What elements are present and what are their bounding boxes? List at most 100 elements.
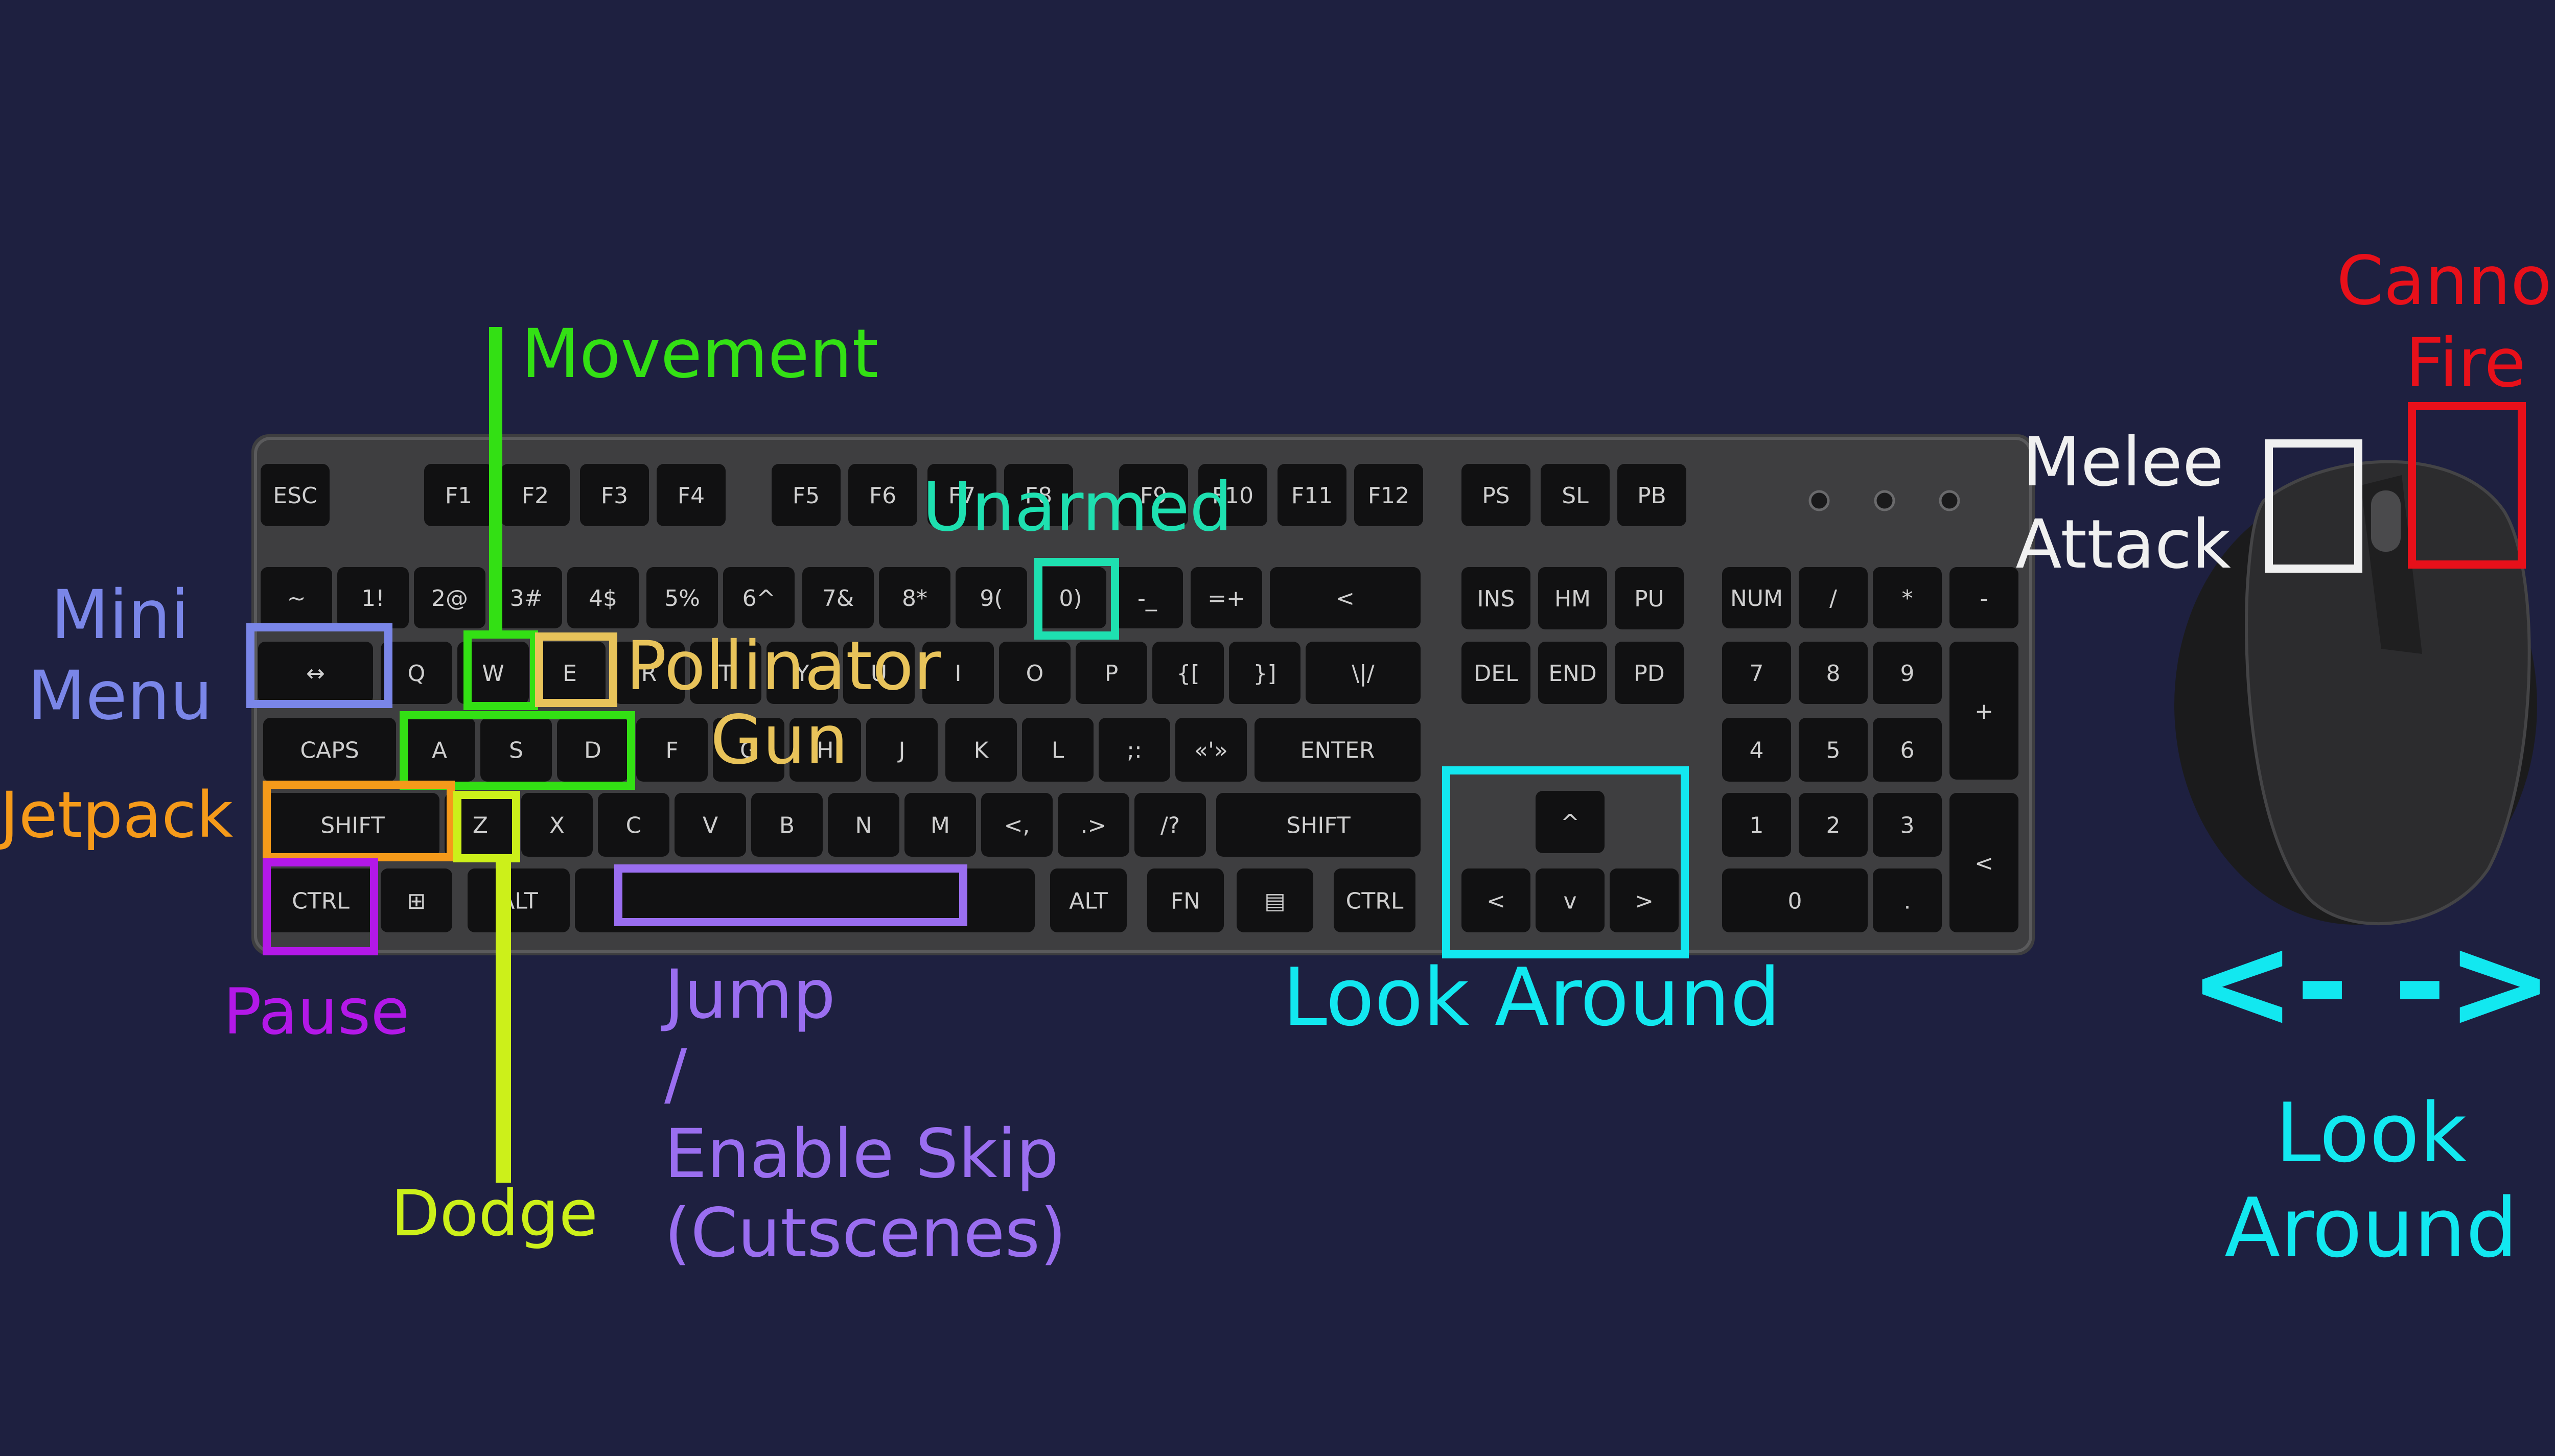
key-a: A	[404, 718, 475, 782]
key-symbol: ▤	[1237, 868, 1313, 932]
key-label: F4	[678, 483, 705, 509]
key-label: F11	[1291, 483, 1333, 509]
key-cap	[534, 642, 606, 704]
key-symbol: <	[1949, 793, 2018, 932]
key-label: Z	[473, 813, 488, 839]
key-label: PU	[1634, 586, 1664, 612]
key-f10: F10	[1198, 464, 1267, 526]
pause-key-highlight	[263, 858, 378, 955]
key-1: 1	[1722, 793, 1791, 857]
key-cap	[1050, 868, 1127, 932]
key-f3: F3	[580, 464, 649, 526]
key-ctrl: CTRL	[266, 868, 376, 932]
key-cap	[1111, 567, 1183, 628]
key-label: 1!	[361, 585, 385, 612]
key-cap	[713, 718, 784, 782]
key-0: 0	[1722, 868, 1868, 932]
key-shift: SHIFT	[266, 793, 439, 857]
key-symbol: ↔	[258, 642, 373, 704]
key-label: W	[482, 661, 504, 687]
key-esc: ESC	[261, 464, 330, 526]
key-label: D	[584, 738, 601, 764]
key-c: C	[598, 793, 669, 857]
key-cap	[1306, 642, 1421, 704]
key-cap	[1873, 868, 1942, 932]
key-m: M	[904, 793, 976, 857]
key-label: 6^	[742, 585, 776, 612]
key-caps: CAPS	[263, 718, 396, 782]
key-cap	[258, 642, 373, 704]
key-cap	[657, 464, 726, 526]
key-label: 4	[1750, 738, 1764, 764]
key-0: 0)	[1035, 567, 1106, 628]
key-symbol: ^	[1536, 791, 1605, 853]
key-cap	[1058, 793, 1129, 857]
key-symbol: ⊞	[381, 868, 452, 932]
key-symbol: <	[1461, 868, 1530, 932]
key-cap	[480, 718, 552, 782]
melee-button-highlight	[2265, 439, 2362, 573]
key-cap	[789, 718, 861, 782]
key-end: END	[1538, 642, 1607, 704]
key-f5: F5	[772, 464, 841, 526]
key-label: E	[563, 661, 577, 687]
key-cap	[843, 642, 915, 704]
key-label: S	[509, 738, 523, 764]
key-cap	[1873, 793, 1942, 857]
key-symbol: >	[1610, 868, 1679, 932]
key-cap	[445, 793, 516, 857]
key-cap	[1949, 793, 2018, 932]
key-2: 2	[1799, 793, 1868, 857]
key-label: <	[1336, 585, 1355, 612]
key-cap	[1270, 567, 1421, 628]
key-y: Y	[766, 642, 838, 704]
key-7: 7&	[802, 567, 874, 628]
key-label: ⊞	[407, 888, 426, 914]
key-label: G	[740, 738, 757, 764]
key-cap	[1354, 464, 1423, 526]
key-cap	[690, 642, 761, 704]
key-6: 6	[1873, 718, 1942, 782]
key-f9: F9	[1119, 464, 1188, 526]
key-label: F	[665, 738, 678, 764]
key-cap	[575, 868, 1035, 932]
key-f4: F4	[657, 464, 726, 526]
key-x: X	[521, 793, 593, 857]
key-cap	[1119, 464, 1188, 526]
key-7: 7	[1722, 642, 1791, 704]
key-symbol: {[	[1152, 642, 1224, 704]
key-label: .	[1904, 888, 1911, 914]
key-label: «'»	[1194, 738, 1228, 764]
key-cap	[1461, 642, 1530, 704]
key-cap	[1229, 642, 1300, 704]
key-pd: PD	[1615, 642, 1684, 704]
dodge-label: Dodge	[391, 1177, 598, 1251]
key-cap	[802, 567, 874, 628]
key-cap	[1198, 464, 1267, 526]
key-label: T	[718, 661, 733, 687]
key-cap	[999, 642, 1071, 704]
key-v: v	[1536, 868, 1605, 932]
key-symbol: .>	[1058, 793, 1129, 857]
key-3: 3	[1873, 793, 1942, 857]
key-label: <	[1486, 888, 1505, 914]
key-cap	[381, 868, 452, 932]
key-cap	[1949, 642, 2018, 780]
key-label: ~	[287, 585, 306, 612]
key-cap	[922, 642, 994, 704]
key-cap	[468, 868, 570, 932]
key-cap	[1152, 642, 1224, 704]
key-cap	[866, 718, 938, 782]
key-label: F10	[1212, 483, 1253, 509]
key-label: X	[549, 813, 565, 839]
key-cap	[263, 718, 396, 782]
key-cap	[613, 642, 685, 704]
key-cap	[1134, 793, 1206, 857]
key-pu: PU	[1615, 567, 1684, 629]
unarmed-key-highlight	[1034, 558, 1119, 640]
key-cap	[1617, 464, 1686, 526]
key-label: PD	[1634, 661, 1664, 687]
key-label: ▤	[1264, 888, 1286, 914]
key-label: 2@	[431, 585, 468, 612]
key-h: H	[789, 718, 861, 782]
